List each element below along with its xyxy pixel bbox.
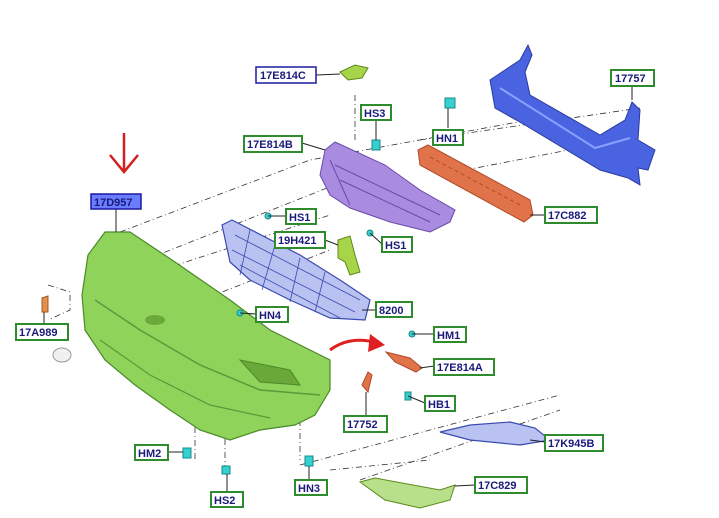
- svg-text:17A989: 17A989: [19, 327, 58, 339]
- label-17e814c[interactable]: 17E814C: [255, 66, 317, 84]
- svg-text:17757: 17757: [615, 73, 646, 85]
- label-17d957[interactable]: 17D957: [90, 193, 142, 210]
- svg-text:17E814B: 17E814B: [247, 139, 293, 151]
- label-17e814a[interactable]: 17E814A: [433, 358, 495, 376]
- label-hs2[interactable]: HS2: [210, 491, 244, 508]
- fastener-hs3: [371, 139, 381, 151]
- svg-text:HS3: HS3: [364, 108, 385, 120]
- svg-text:HB1: HB1: [428, 399, 450, 411]
- label-17757[interactable]: 17757: [610, 69, 655, 87]
- label-19h421[interactable]: 19H421: [274, 231, 326, 249]
- red-down-arrow: [109, 133, 139, 174]
- bracket-17e814c: [339, 64, 369, 81]
- bumper-cover: [81, 231, 331, 441]
- svg-text:17K945B: 17K945B: [548, 438, 595, 450]
- bumper-reinforcement: [489, 43, 656, 186]
- label-17752[interactable]: 17752: [343, 415, 388, 433]
- label-hb1[interactable]: HB1: [424, 395, 456, 412]
- red-curved-arrow: [329, 334, 385, 352]
- svg-text:17C829: 17C829: [478, 480, 517, 492]
- label-hs3[interactable]: HS3: [360, 104, 392, 121]
- svg-text:HS1: HS1: [289, 212, 310, 224]
- fastener-hm2: [182, 447, 192, 459]
- label-17k945b[interactable]: 17K945B: [544, 434, 604, 452]
- small-part-17e814a: [384, 351, 423, 373]
- upper-grille-frame: [319, 141, 456, 233]
- trim-17c829: [358, 477, 456, 509]
- label-hn4[interactable]: HN4: [255, 306, 289, 323]
- svg-text:HM1: HM1: [437, 330, 460, 342]
- svg-text:HN1: HN1: [436, 133, 458, 145]
- fastener-hn3: [304, 455, 314, 467]
- label-17c829[interactable]: 17C829: [474, 476, 528, 494]
- svg-text:17752: 17752: [347, 419, 378, 431]
- svg-text:17D957: 17D957: [94, 197, 133, 209]
- fastener-hs2: [221, 465, 231, 475]
- label-17e814b[interactable]: 17E814B: [243, 135, 303, 153]
- small-part-17a989: [41, 295, 49, 313]
- svg-text:8200: 8200: [379, 305, 403, 317]
- label-hs1-upper[interactable]: HS1: [285, 208, 317, 225]
- svg-text:17C882: 17C882: [548, 210, 587, 222]
- svg-text:HN4: HN4: [259, 310, 282, 322]
- svg-text:17E814A: 17E814A: [437, 362, 483, 374]
- fastener-hn1: [444, 97, 456, 109]
- leader-lines: [43, 73, 633, 492]
- svg-text:17E814C: 17E814C: [260, 70, 306, 82]
- label-hn1[interactable]: HN1: [432, 129, 464, 146]
- label-hm1[interactable]: HM1: [433, 326, 467, 343]
- label-hs1-lower[interactable]: HS1: [381, 236, 413, 253]
- lamp-part: [52, 347, 72, 363]
- small-part-17752: [361, 371, 373, 394]
- svg-text:HM2: HM2: [138, 448, 161, 460]
- svg-text:HN3: HN3: [298, 483, 320, 495]
- svg-text:19H421: 19H421: [278, 235, 317, 247]
- label-hn3[interactable]: HN3: [294, 479, 328, 496]
- bracket-19h421: [337, 235, 361, 276]
- label-17c882[interactable]: 17C882: [544, 206, 598, 224]
- svg-text:HS1: HS1: [385, 240, 406, 252]
- label-17a989[interactable]: 17A989: [15, 323, 69, 341]
- svg-text:HS2: HS2: [214, 495, 235, 507]
- label-8200[interactable]: 8200: [375, 301, 413, 318]
- bezel-17k945b: [439, 421, 552, 446]
- label-hm2[interactable]: HM2: [134, 444, 169, 461]
